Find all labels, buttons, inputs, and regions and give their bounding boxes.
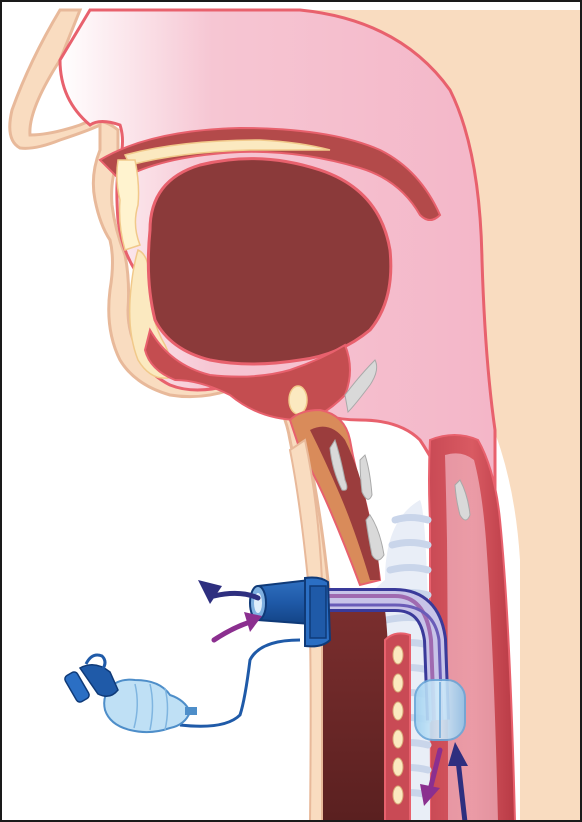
inhale-arrow-icon (214, 622, 250, 640)
arytenoid-cartilage-2 (360, 455, 372, 499)
exhale-arrow-head (198, 580, 222, 604)
exhale-arrow-icon (214, 593, 258, 598)
hyoid-bone (289, 386, 307, 414)
tongue (148, 159, 391, 364)
inflation-valve-icon (63, 655, 118, 703)
tracheostomy-tube-icon (250, 578, 330, 647)
pilot-line (180, 640, 300, 726)
